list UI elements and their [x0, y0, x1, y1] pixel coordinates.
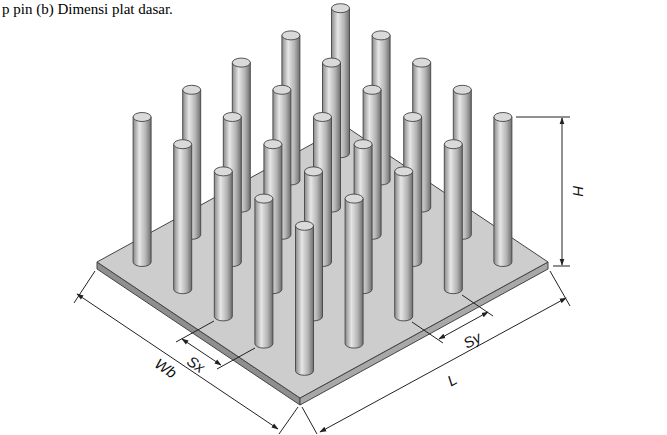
- pin-fin: [395, 167, 413, 321]
- figure-caption: p pin (b) Dimensi plat dasar.: [2, 1, 173, 18]
- pin-fin: [174, 140, 192, 294]
- dimension-lines: [74, 117, 570, 434]
- pin-array: [133, 4, 512, 376]
- pin-fin: [494, 113, 512, 267]
- dimension-label: Sy: [460, 329, 484, 352]
- pin-fin: [214, 167, 232, 321]
- pin-fin: [255, 194, 273, 348]
- pin-fin: [296, 221, 314, 375]
- pin-fin: [345, 194, 363, 348]
- dimension-label: L: [444, 371, 460, 389]
- dimension-label: Wb: [152, 355, 181, 381]
- dimension-label: H: [571, 185, 586, 198]
- pin-fin: [133, 113, 151, 267]
- dimension-label: Sx: [184, 352, 209, 375]
- pin-fin: [444, 140, 462, 294]
